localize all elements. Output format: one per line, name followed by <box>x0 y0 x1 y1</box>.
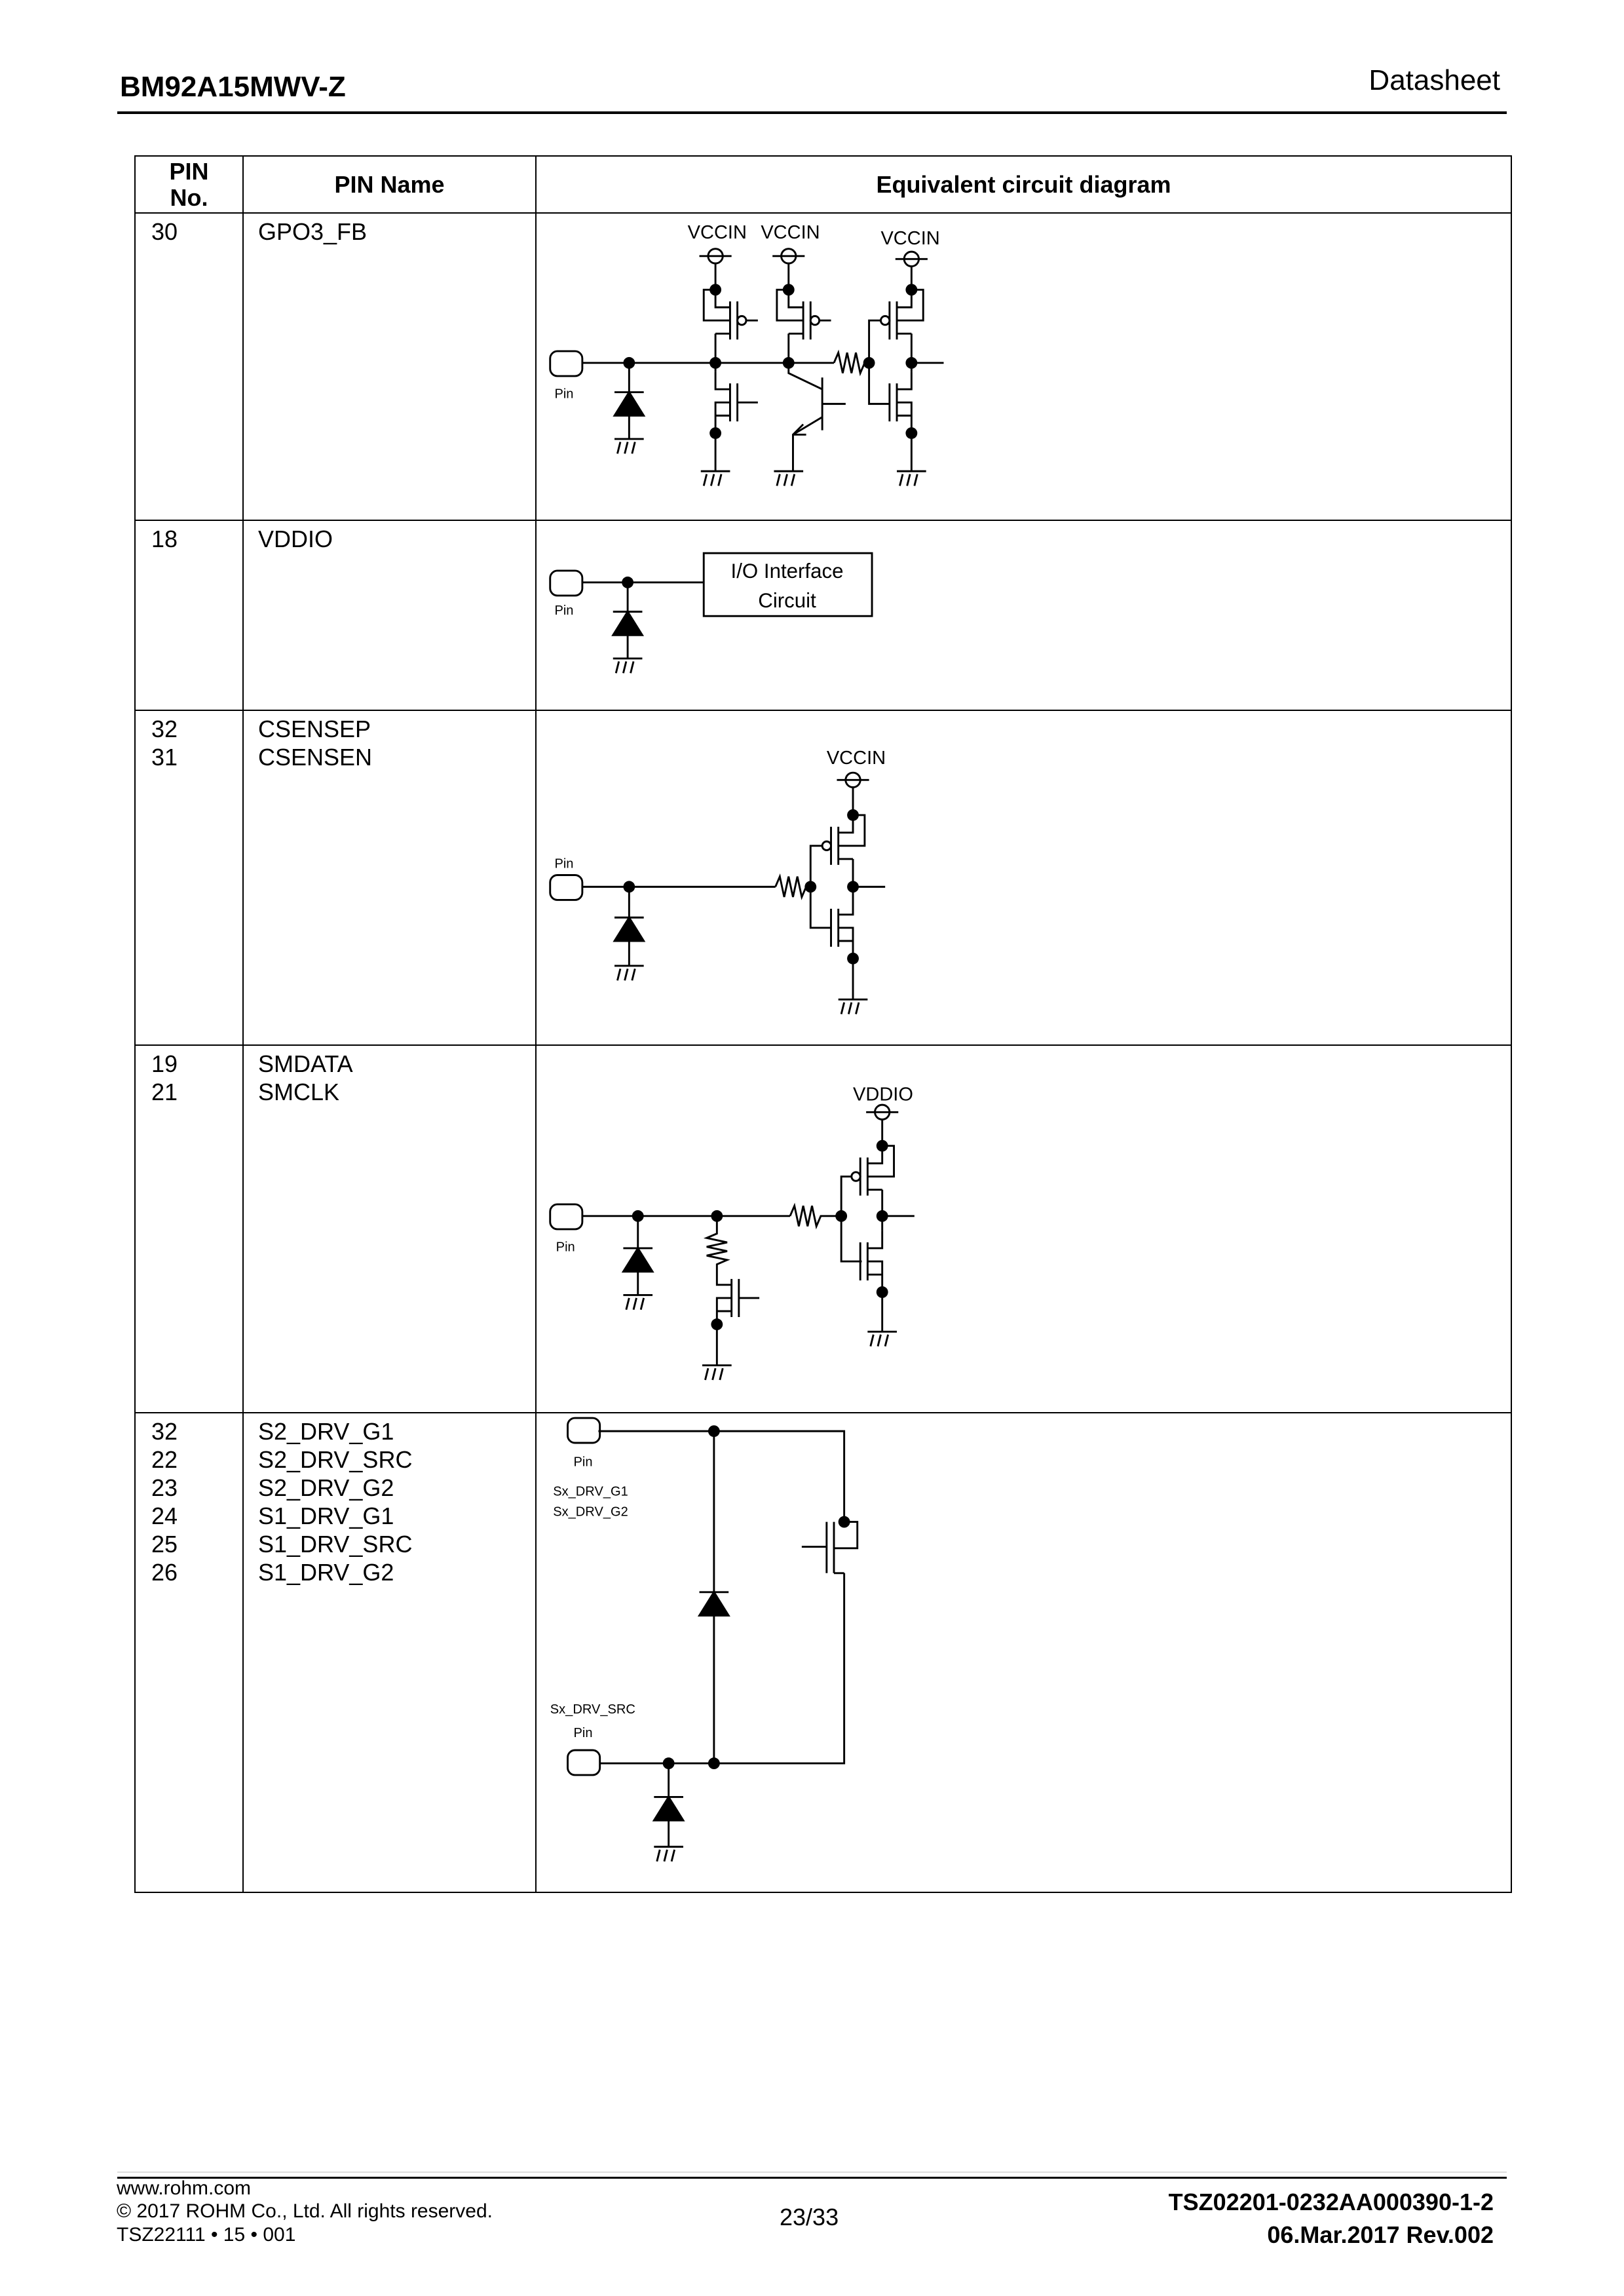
pin-number-text: 23 <box>151 1474 178 1501</box>
pin-number-text: 30 <box>151 218 178 245</box>
footer-url: www.rohm.com <box>117 2177 252 2199</box>
pin-number-text: 24 <box>151 1502 178 1529</box>
document-title: BM92A15MWV-Z <box>120 71 346 103</box>
pin-name-text: S2_DRV_G1 <box>258 1418 394 1445</box>
pin-number-text: 21 <box>151 1079 178 1105</box>
page-number: 23/33 <box>780 2204 839 2230</box>
pin-name: VDDIO <box>242 520 537 711</box>
pin-name-text: CSENSEN <box>258 744 373 771</box>
circuit-cell <box>535 710 1512 1046</box>
pin-name: GPO3_FB <box>242 212 537 521</box>
pin-name-text: CSENSEP <box>258 716 371 742</box>
footer-copyright: © 2017 ROHM Co., Ltd. All rights reserve… <box>117 2200 493 2222</box>
pin-number-text: 26 <box>151 1559 178 1586</box>
pin-number: 18 <box>134 520 244 711</box>
pin-name-text: SMCLK <box>258 1079 340 1105</box>
pin-name-text: SMDATA <box>258 1050 353 1077</box>
header-circuit: Equivalent circuit diagram <box>535 155 1512 214</box>
pin-name-text: S1_DRV_SRC <box>258 1531 413 1558</box>
pin-name-text: S1_DRV_G1 <box>258 1502 394 1529</box>
footer-form-code: TSZ22111 • 15 • 001 <box>117 2224 296 2246</box>
table-row: 18 VDDIO <box>134 520 1512 711</box>
pin-number-text: 22 <box>151 1446 178 1473</box>
header-pin-no-line1: PIN <box>169 157 209 185</box>
pin-number: 30 <box>134 212 244 521</box>
circuit-cell <box>535 1044 1512 1413</box>
header-pin-no-line2: No. <box>170 183 208 211</box>
circuit-cell <box>535 520 1512 711</box>
document-date-revision: 06.Mar.2017 Rev.002 <box>1267 2221 1494 2248</box>
footer-divider-light <box>117 2172 1507 2173</box>
header-divider <box>117 111 1507 114</box>
circuit-cell <box>535 212 1512 521</box>
pin-number-text: 31 <box>151 744 178 771</box>
pin-number-text: 18 <box>151 526 178 552</box>
document-number: TSZ02201-0232AA000390-1-2 <box>1168 2189 1494 2215</box>
pin-name-text: VDDIO <box>258 526 333 552</box>
header-pin-name: PIN Name <box>242 155 537 214</box>
pin-number-text: 25 <box>151 1531 178 1558</box>
pin-number-text: 32 <box>151 1418 178 1445</box>
footer-divider <box>117 2177 1507 2179</box>
pin-name-text: GPO3_FB <box>258 218 368 245</box>
pin-number-text: 19 <box>151 1050 178 1077</box>
table-row: 30 GPO3_FB <box>134 212 1512 521</box>
pin-number-text: 32 <box>151 716 178 742</box>
pin-name-text: S2_DRV_G2 <box>258 1474 394 1501</box>
pin-name-text: S2_DRV_SRC <box>258 1446 413 1473</box>
pin-name-text: S1_DRV_G2 <box>258 1559 394 1586</box>
document-type: Datasheet <box>1369 64 1500 96</box>
circuit-cell <box>535 1412 1512 1893</box>
